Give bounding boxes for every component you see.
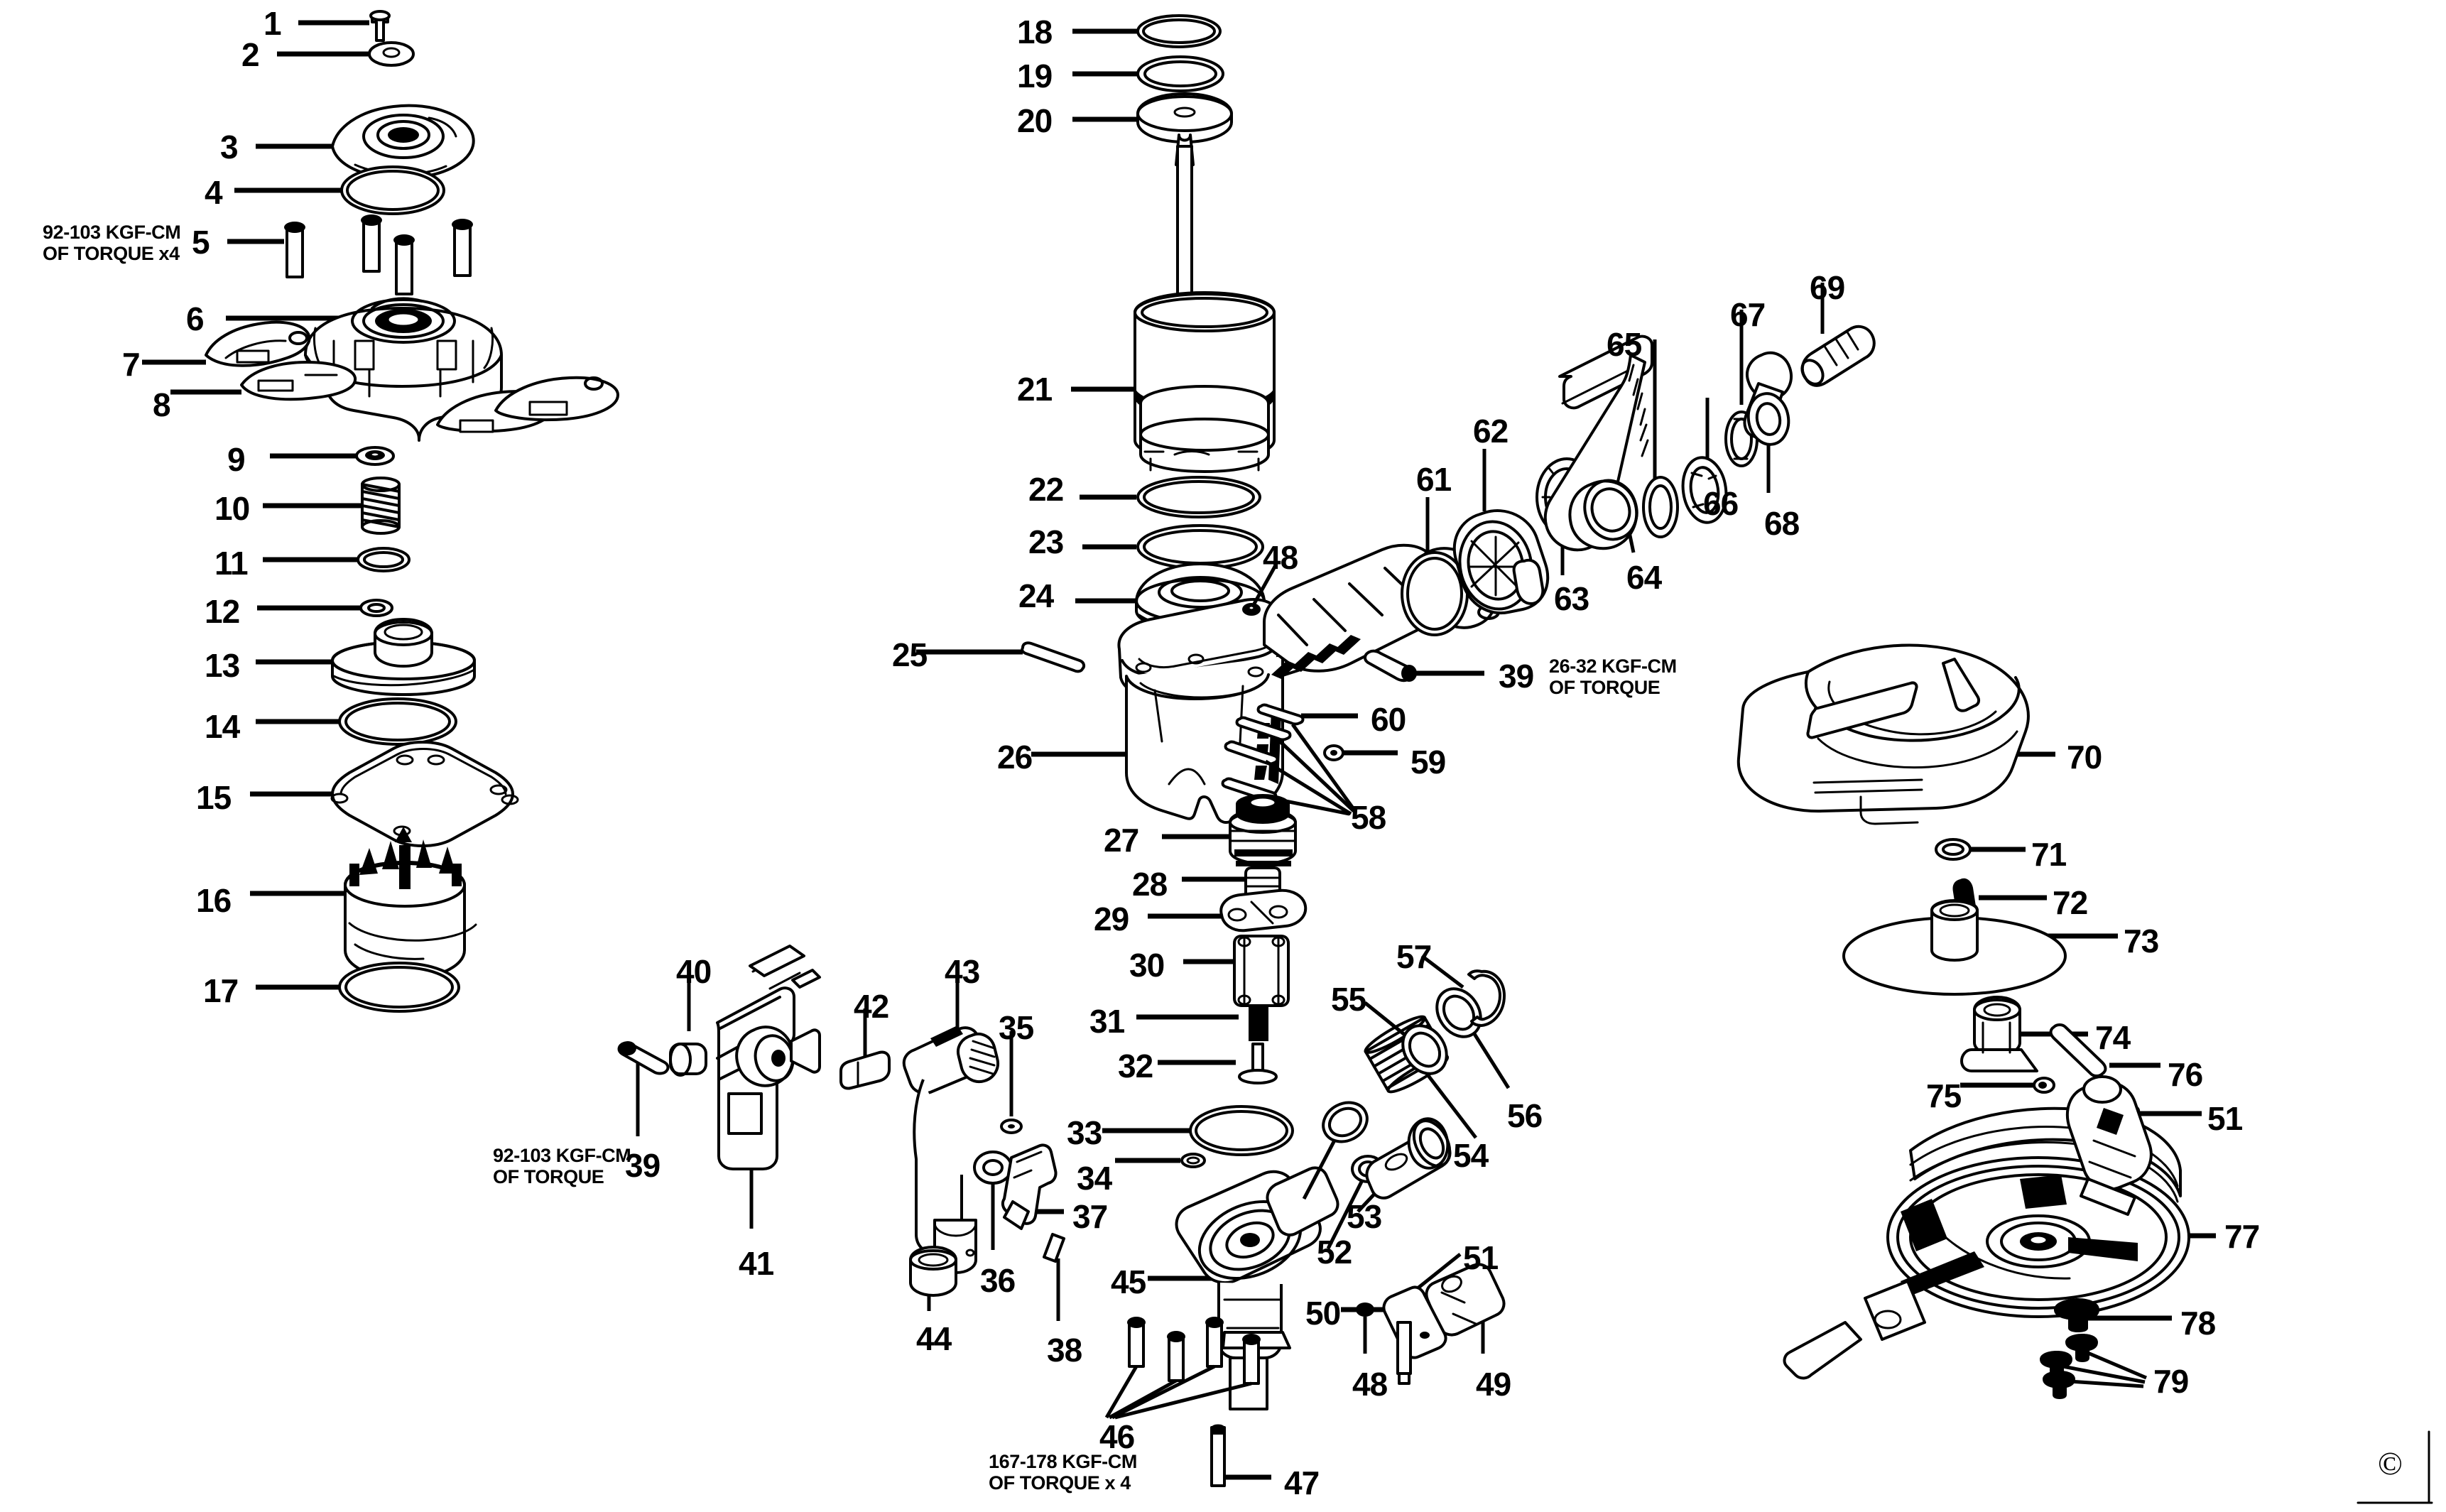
callout-43: 43: [945, 953, 980, 990]
callout-30: 30: [1129, 947, 1165, 984]
callout-55: 55: [1331, 981, 1366, 1018]
callout-11: 11: [214, 545, 249, 582]
callout-39: 39: [625, 1147, 661, 1184]
callout-41: 41: [739, 1245, 774, 1282]
callout-15: 15: [196, 779, 232, 816]
callout-62: 62: [1473, 413, 1509, 450]
callout-77: 77: [2224, 1218, 2260, 1255]
callout-6: 6: [186, 300, 205, 337]
callout-57: 57: [1396, 938, 1432, 975]
callout-53: 53: [1347, 1198, 1382, 1235]
callout-74: 74: [2095, 1019, 2131, 1056]
callout-13: 13: [205, 647, 240, 684]
callout-72: 72: [2053, 884, 2088, 921]
callout-25: 25: [892, 636, 928, 673]
callout-1: 1: [263, 5, 282, 42]
callout-28: 28: [1132, 866, 1168, 903]
callout-48: 48: [1263, 539, 1298, 576]
callout-56: 56: [1507, 1097, 1543, 1134]
callout-39: 39: [1499, 658, 1534, 695]
callout-5: 5: [192, 224, 210, 261]
callout-16: 16: [196, 882, 232, 919]
callout-58: 58: [1351, 799, 1386, 836]
torque-note-1: 92-103 KGF-CM OF TORQUE x4: [43, 222, 181, 265]
callout-20: 20: [1017, 102, 1053, 139]
callout-64: 64: [1626, 559, 1662, 596]
callout-4: 4: [205, 174, 223, 211]
callout-34: 34: [1077, 1160, 1112, 1197]
callout-67: 67: [1730, 296, 1766, 333]
callout-69: 69: [1810, 269, 1845, 306]
callout-79: 79: [2153, 1363, 2189, 1400]
callout-10: 10: [214, 490, 250, 527]
callout-51: 51: [2207, 1100, 2243, 1137]
callout-78: 78: [2180, 1305, 2216, 1342]
callout-71: 71: [2031, 836, 2067, 873]
callout-75: 75: [1926, 1077, 1962, 1114]
callout-29: 29: [1094, 901, 1129, 937]
callout-46: 46: [1099, 1418, 1135, 1455]
callout-66: 66: [1703, 485, 1739, 522]
callout-60: 60: [1371, 701, 1406, 738]
callout-59: 59: [1410, 744, 1446, 781]
torque-note-4: 167-178 KGF-CM OF TORQUE x 4: [989, 1451, 1137, 1494]
callout-45: 45: [1111, 1263, 1146, 1300]
callout-2: 2: [241, 36, 260, 73]
callout-37: 37: [1072, 1198, 1108, 1235]
callout-35: 35: [999, 1009, 1034, 1046]
callout-23: 23: [1028, 523, 1064, 560]
callout-68: 68: [1764, 505, 1800, 542]
callout-48: 48: [1352, 1366, 1388, 1403]
callout-65: 65: [1607, 326, 1642, 363]
callout-44: 44: [916, 1320, 952, 1357]
callout-52: 52: [1317, 1234, 1352, 1271]
callout-3: 3: [220, 129, 239, 165]
callout-61: 61: [1416, 461, 1452, 498]
callout-50: 50: [1305, 1295, 1341, 1332]
callout-42: 42: [854, 988, 889, 1025]
callout-63: 63: [1554, 580, 1589, 617]
callout-76: 76: [2168, 1056, 2203, 1093]
callout-32: 32: [1118, 1048, 1153, 1084]
callout-27: 27: [1104, 822, 1139, 859]
callout-21: 21: [1017, 371, 1053, 408]
callout-24: 24: [1018, 577, 1054, 614]
callout-49: 49: [1476, 1366, 1511, 1403]
callout-31: 31: [1089, 1003, 1125, 1040]
callout-8: 8: [153, 386, 171, 423]
callout-73: 73: [2124, 923, 2159, 959]
callout-33: 33: [1067, 1114, 1102, 1151]
torque-note-3: 92-103 KGF-CM OF TORQUE: [493, 1145, 631, 1188]
callout-19: 19: [1017, 58, 1053, 94]
callout-54: 54: [1453, 1137, 1489, 1174]
callout-38: 38: [1047, 1332, 1082, 1369]
callout-51: 51: [1463, 1239, 1499, 1276]
callout-70: 70: [2067, 739, 2102, 776]
callout-18: 18: [1017, 13, 1053, 50]
callout-36: 36: [980, 1262, 1016, 1299]
callout-22: 22: [1028, 471, 1064, 508]
copyright-symbol: ©: [2378, 1445, 2403, 1481]
callout-9: 9: [227, 441, 246, 478]
callout-7: 7: [122, 346, 141, 383]
callout-17: 17: [203, 972, 239, 1009]
callout-14: 14: [205, 708, 240, 745]
callout-47: 47: [1284, 1464, 1320, 1501]
torque-note-2: 26-32 KGF-CM OF TORQUE: [1549, 656, 1677, 699]
callout-12: 12: [205, 593, 240, 630]
callout-40: 40: [676, 953, 712, 990]
callout-26: 26: [997, 739, 1033, 776]
